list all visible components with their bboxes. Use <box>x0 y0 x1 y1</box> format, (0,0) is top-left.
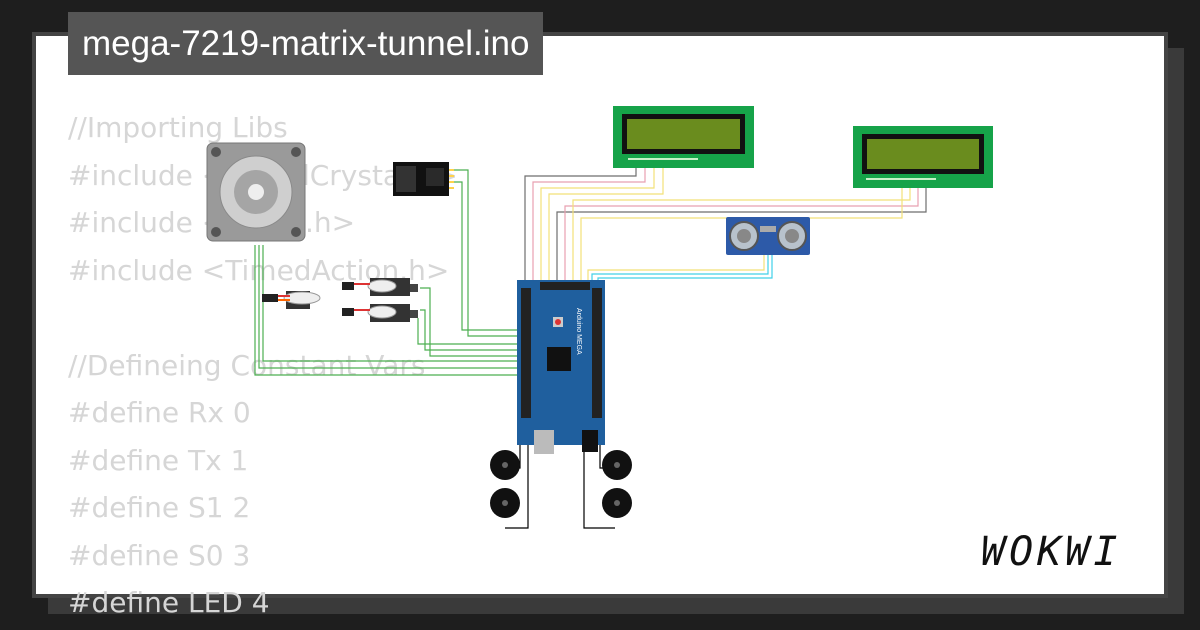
wire-servo-3 <box>417 318 518 345</box>
code-line: #define S1 2 <box>68 491 251 524</box>
wire-lcd2-sda <box>572 188 911 282</box>
stepper-motor-icon <box>206 142 306 242</box>
wokwi-logo: WOKWI <box>981 529 1121 575</box>
wire-esp-2 <box>450 181 518 331</box>
wire-servo-2 <box>420 309 518 351</box>
code-line: #define Rx 0 <box>68 396 251 429</box>
wire-lcd1-scl <box>548 168 664 282</box>
wire-buz-2 <box>505 440 529 529</box>
wire-lcd1-gnd <box>524 168 637 282</box>
wire-servo-1 <box>420 287 518 357</box>
wire-us-3 <box>587 255 765 282</box>
wire-lcd2-gnd <box>556 188 927 282</box>
lcd-display-icon <box>613 106 754 168</box>
esp01-module-icon <box>393 162 454 196</box>
wires <box>254 168 927 529</box>
servo-icon <box>342 304 418 322</box>
code-line: //Defineing Constant Vars <box>68 348 426 382</box>
wire-us-1 <box>591 255 769 284</box>
servo-icon <box>342 278 418 296</box>
code-line: //Importing Libs <box>68 111 288 144</box>
wire-esp-1 <box>450 169 518 337</box>
wire-lcd2-vcc <box>564 188 919 282</box>
wire-lcd1-vcc <box>532 168 646 282</box>
servo-icon <box>262 291 321 309</box>
code-line: #define LED 4 <box>68 586 270 619</box>
ultrasonic-sensor-icon <box>726 217 810 255</box>
wire-lcd1-sda <box>540 168 655 282</box>
buzzer-icon <box>490 450 520 480</box>
wire-stepper-3 <box>262 245 518 362</box>
wire-stepper-2 <box>258 245 518 369</box>
code-line: #define Tx 1 <box>68 443 249 477</box>
board-label: Arduino MEGA <box>575 308 582 355</box>
lcd-display-icon <box>853 126 993 188</box>
page-title: mega-7219-matrix-tunnel.ino <box>68 12 544 75</box>
wire-buz-4 <box>583 445 615 529</box>
wire-stepper-1 <box>254 245 518 376</box>
arduino-mega-board: Arduino MEGA <box>517 280 605 454</box>
buzzer-icon <box>602 488 632 518</box>
buzzer-icon <box>602 450 632 480</box>
buzzer-icon <box>490 488 520 518</box>
brand-name: WOKWI <box>981 529 1121 575</box>
code-line: #define S0 3 <box>68 538 251 572</box>
